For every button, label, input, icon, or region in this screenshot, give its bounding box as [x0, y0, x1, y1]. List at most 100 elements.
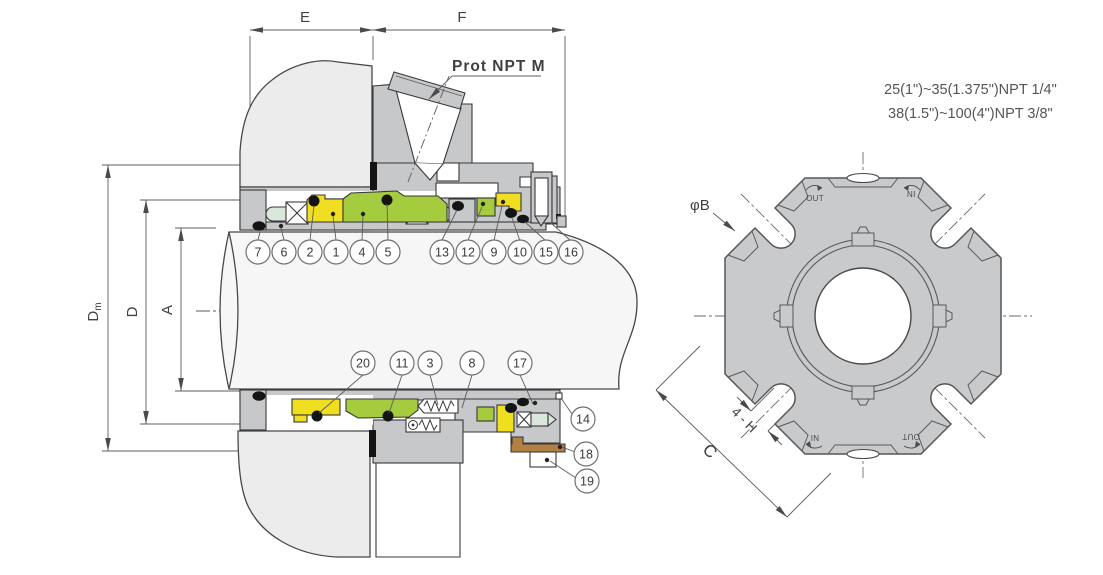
flow-out-bottom-right: OUT: [902, 432, 920, 441]
svg-text:6: 6: [281, 246, 288, 260]
end-view: OUT IN IN OUT φB 4 - H C: [655, 152, 1032, 518]
svg-text:3: 3: [427, 357, 434, 371]
npt-note-line1: 25(1")~35(1.375")NPT 1/4": [884, 82, 1057, 98]
shaft: [219, 231, 638, 390]
svg-text:8: 8: [469, 357, 476, 371]
svg-text:15: 15: [539, 246, 553, 260]
holes-label: 4 - H: [729, 404, 760, 435]
o-ring-20: [311, 410, 323, 422]
dim-label-f: F: [457, 9, 466, 26]
o-ring-11: [382, 410, 394, 422]
part-14-square: [555, 392, 563, 400]
balloon-10: 10: [507, 239, 533, 265]
svg-text:16: 16: [564, 246, 578, 260]
balloon-12: 12: [455, 239, 481, 265]
o-ring-17: [517, 397, 529, 407]
o-ring-2: [308, 195, 320, 207]
seal-assembly-upper: [239, 171, 567, 231]
balloon-18: 18: [573, 441, 599, 467]
port-label: Prot NPT M: [452, 58, 546, 75]
part-19-box: [529, 451, 557, 468]
o-ring-lower-right: [505, 403, 517, 413]
svg-text:10: 10: [513, 246, 527, 260]
flow-labels: OUT IN IN OUT: [805, 185, 921, 449]
svg-text:4: 4: [359, 246, 366, 260]
port-callout: Prot NPT M: [428, 58, 546, 100]
svg-text:20: 20: [356, 357, 370, 371]
coil-spring-lower: [405, 417, 441, 433]
balloon-15: 15: [533, 239, 559, 265]
npt-note: 25(1")~35(1.375")NPT 1/4" 38(1.5")~100(4…: [884, 82, 1057, 122]
svg-text:5: 5: [385, 246, 392, 260]
o-ring-5: [381, 194, 393, 206]
dim-label-dm: Dm: [85, 302, 104, 321]
seal-ring-green-upper: [342, 190, 448, 223]
balloon-13: 13: [429, 239, 455, 265]
balloon-2: 2: [297, 239, 323, 265]
ring-keys: [773, 226, 953, 406]
gasket-lower: [369, 430, 376, 457]
gland-lower-tube: [375, 463, 461, 558]
dim-label-d: D: [124, 306, 141, 317]
svg-text:14: 14: [576, 413, 590, 427]
coil-spring-upper: [417, 398, 459, 414]
seal-ring-green-lower: [345, 398, 419, 419]
balloon-5: 5: [375, 239, 401, 265]
housing-upper: [239, 60, 373, 188]
svg-text:7: 7: [255, 246, 262, 260]
set-screw: [516, 411, 557, 428]
flow-in-bottom-left: IN: [811, 434, 820, 443]
edge-hole-bottom: [846, 448, 880, 460]
o-ring-15: [517, 214, 529, 224]
balloon-19: 19: [574, 468, 600, 494]
npt-note-line2: 38(1.5")~100(4")NPT 3/8": [888, 106, 1053, 122]
housing-lower: [237, 430, 371, 558]
balloon-4: 4: [349, 239, 375, 265]
spring-box-upper-left: [285, 201, 309, 225]
port-funnel: [414, 162, 444, 181]
leader-dots: [278, 199, 563, 463]
o-ring-10: [505, 208, 517, 218]
cross-section-view: E F Dm D A: [85, 9, 638, 558]
svg-text:13: 13: [435, 246, 449, 260]
seat-green-lower: [476, 406, 495, 422]
bore-circle: [814, 267, 912, 365]
svg-text:11: 11: [396, 357, 409, 371]
svg-text:9: 9: [491, 246, 498, 260]
balloon-11: 11: [389, 350, 415, 376]
balloon-17: 17: [507, 350, 533, 376]
balloon-9: 9: [481, 239, 507, 265]
port-centerline: [407, 75, 450, 183]
o-ring-7: [252, 221, 266, 231]
flow-in-top-right: IN: [907, 189, 916, 198]
part-balloons: 7 6 2 1 4 5 13 12 9 10 15 16 20 11 3 8 1…: [245, 239, 600, 494]
svg-text:18: 18: [579, 448, 593, 462]
bore-callout: φB: [690, 197, 736, 232]
svg-text:12: 12: [461, 246, 475, 260]
o-ring-13: [452, 201, 464, 211]
svg-text:19: 19: [580, 475, 594, 489]
balloon-1: 1: [323, 239, 349, 265]
dim-label-a: A: [159, 305, 176, 315]
o-ring-lower-left: [252, 391, 266, 401]
balloon-8: 8: [459, 350, 485, 376]
balloon-3: 3: [417, 350, 443, 376]
balloon-7: 7: [245, 239, 271, 265]
bushing-brown: [510, 436, 566, 453]
port-plug: [387, 71, 466, 110]
balloon-6: 6: [271, 239, 297, 265]
flow-out-top-left: OUT: [806, 194, 824, 203]
balloon-20: 20: [350, 350, 376, 376]
balloon-16: 16: [558, 239, 584, 265]
svg-text:2: 2: [307, 246, 314, 260]
dim-label-e: E: [300, 9, 310, 26]
balloon-leaders: [257, 203, 577, 479]
width-label: C: [699, 440, 721, 462]
quench-collar: [530, 171, 567, 228]
gasket-upper: [370, 162, 377, 190]
edge-hole-top: [846, 172, 880, 184]
balloon-14: 14: [570, 406, 596, 432]
lug-faces: [727, 177, 999, 455]
